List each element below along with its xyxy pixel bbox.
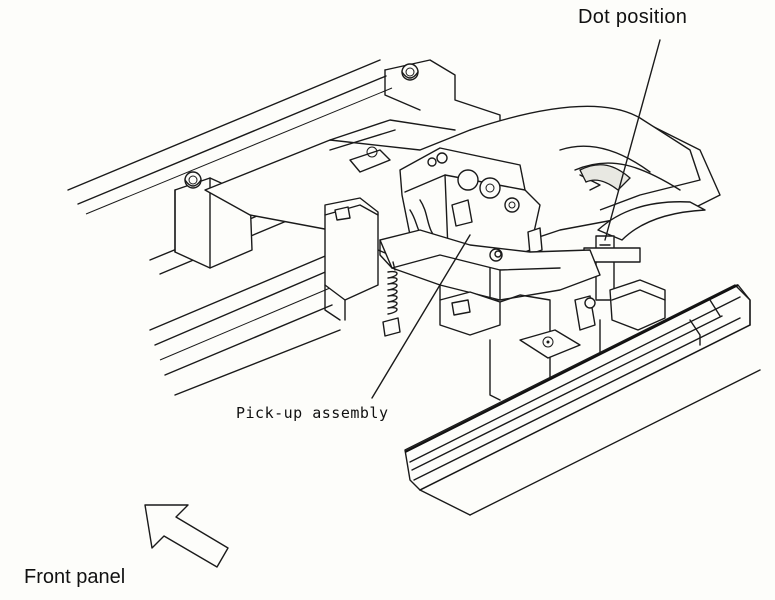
front-rail (404, 284, 761, 516)
guide-arm (469, 105, 701, 211)
dot-position-label: Dot position (578, 6, 688, 28)
pickup-assembly (399, 147, 543, 263)
dot-position-bar (583, 201, 706, 301)
dot-position-leader (604, 39, 661, 241)
lower-block (439, 291, 596, 401)
front-panel-label: Front panel (24, 566, 126, 588)
pickup-assembly-leader (371, 234, 471, 399)
spring (382, 261, 401, 337)
left-bracket (324, 197, 379, 321)
pickup-assembly-label: Pick-up assembly (236, 404, 389, 422)
sled-carriage (379, 229, 601, 301)
arrow-down-left-icon (144, 504, 229, 568)
